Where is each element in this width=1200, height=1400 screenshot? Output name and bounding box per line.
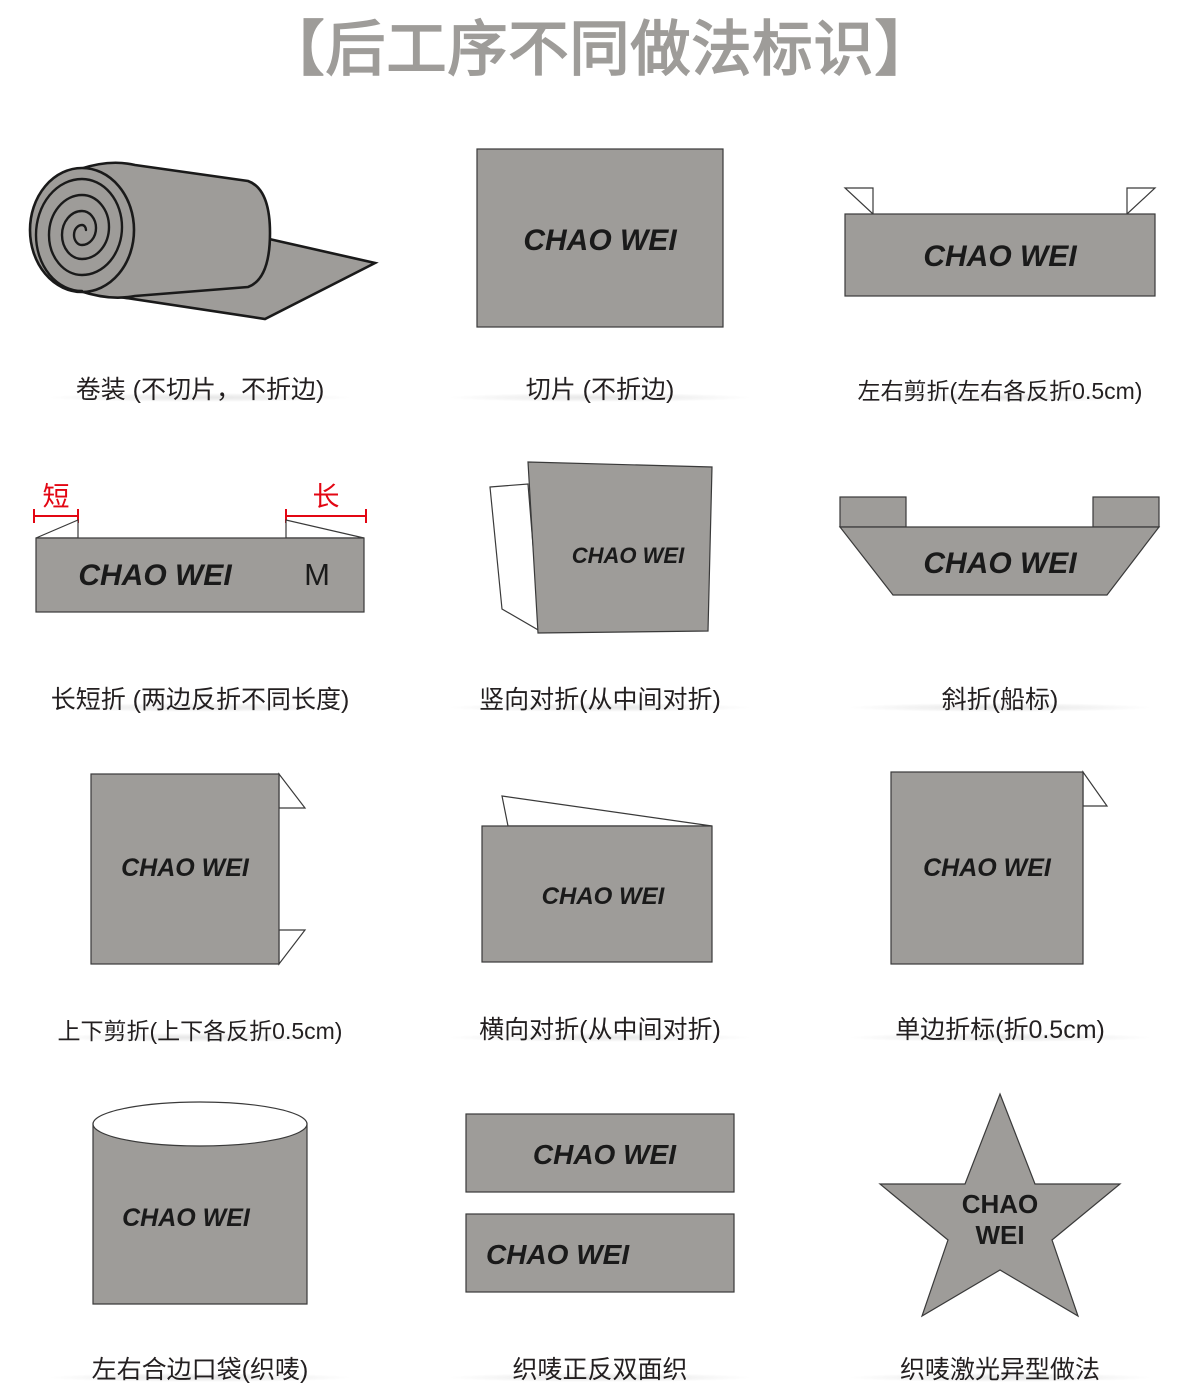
- back-side-panel: [465, 1213, 735, 1293]
- label-process-item-slant-fold-boat[interactable]: CHAO WEI 斜折(船标): [800, 410, 1200, 720]
- brand-logo-text: CHAO WEI: [78, 559, 232, 592]
- label-process-item-double-sided-woven[interactable]: CHAO WEI CHAO WEI 织唛正反双面织: [400, 1050, 800, 1390]
- shelf-shadow: [50, 703, 350, 712]
- brand-logo-text: CHAO WEI: [523, 224, 677, 257]
- item-caption: 长短折 (两边反折不同长度): [50, 685, 350, 714]
- illustration-container: CHAO WEI: [800, 410, 1200, 687]
- item-caption: 左右合边口袋(织唛): [91, 1355, 309, 1384]
- grid-row-4: CHAO WEI 左右合边口袋(织唛) CHAO WEI CHAO WEI 织唛…: [0, 1050, 1200, 1390]
- vertical-fold-label-icon: CHAO WEI: [489, 461, 713, 634]
- illustration-container: [0, 100, 400, 377]
- item-caption: 上下剪折(上下各反折0.5cm): [57, 1017, 343, 1044]
- item-caption: 斜折(船标): [941, 685, 1059, 714]
- single-edge-fold-label-icon: CHAO WEI: [890, 770, 1109, 965]
- illustration-container: CHAO WEI: [800, 100, 1200, 379]
- illustration-container: CHAO WEI CHAO WEI: [400, 1050, 800, 1357]
- annotation-long-label: 长: [313, 482, 340, 512]
- left-right-fold-label-icon: CHAO WEI: [843, 187, 1157, 297]
- label-process-item-horizontal-fold[interactable]: CHAO WEI 横向对折(从中间对折): [400, 720, 800, 1050]
- item-caption: 切片 (不折边): [525, 375, 675, 404]
- label-process-item-left-right-cut-fold[interactable]: CHAO WEI 左右剪折(左右各反折0.5cm): [800, 100, 1200, 410]
- shelf-shadow: [450, 1373, 750, 1382]
- item-caption: 织唛激光异型做法: [899, 1355, 1100, 1384]
- shelf-shadow: [850, 393, 1150, 402]
- shelf-shadow: [50, 1033, 350, 1042]
- illustration-container: CHAO WEI: [0, 720, 400, 1019]
- annotation-short-label: 短: [43, 482, 70, 512]
- brand-logo-text: CHAO WEI: [542, 883, 666, 910]
- brand-logo-text: CHAO WEI: [923, 854, 1052, 882]
- label-process-item-roll[interactable]: 卷装 (不切片，不折边): [0, 100, 400, 410]
- long-short-fold-label-icon: 短 长 CHAO WEI M: [33, 482, 367, 613]
- grid-row-2: 短 长 CHAO WEI M 长短折 (两边反折不同长度): [0, 410, 1200, 720]
- illustration-container: CHAO WEI: [400, 100, 800, 377]
- item-caption: 单边折标(折0.5cm): [895, 1015, 1105, 1044]
- brand-logo-text-back: CHAO WEI: [486, 1239, 630, 1270]
- brand-logo-text-front: CHAO WEI: [533, 1139, 677, 1170]
- shelf-shadow: [450, 393, 750, 402]
- brand-logo-text-line2: WEI: [975, 1220, 1024, 1250]
- brand-logo-text: CHAO WEI: [572, 543, 685, 568]
- item-caption: 左右剪折(左右各反折0.5cm): [857, 377, 1143, 404]
- item-caption: 竖向对折(从中间对折): [479, 685, 721, 714]
- item-caption: 横向对折(从中间对折): [479, 1015, 721, 1044]
- page-header: 【后工序不同做法标识】: [0, 0, 1200, 100]
- grid-row-1: 卷装 (不切片，不折边) CHAO WEI 切片 (不折边): [0, 100, 1200, 410]
- label-process-item-long-short-fold[interactable]: 短 长 CHAO WEI M 长短折 (两边反折不同长度): [0, 410, 400, 720]
- tube-pocket-label-icon: CHAO WEI: [92, 1101, 308, 1305]
- brand-logo-text: CHAO WEI: [923, 547, 1077, 580]
- star-label-icon: CHAO WEI: [878, 1092, 1122, 1318]
- shelf-shadow: [850, 703, 1150, 712]
- shelf-shadow: [450, 703, 750, 712]
- brand-logo-text: CHAO WEI: [121, 854, 250, 882]
- illustration-container: CHAO WEI: [400, 720, 800, 1017]
- item-caption: 织唛正反双面织: [512, 1355, 688, 1384]
- front-side-panel: [465, 1113, 735, 1193]
- top-bottom-fold-label-icon: CHAO WEI: [90, 772, 307, 967]
- label-process-item-cut-piece[interactable]: CHAO WEI 切片 (不折边): [400, 100, 800, 410]
- flat-rectangle-label-icon: CHAO WEI: [476, 148, 724, 328]
- label-process-grid: 卷装 (不切片，不折边) CHAO WEI 切片 (不折边): [0, 100, 1200, 1390]
- shelf-shadow: [450, 1033, 750, 1042]
- brand-logo-text: CHAO WEI: [122, 1204, 251, 1232]
- shelf-shadow: [850, 1373, 1150, 1382]
- brand-logo-text-line1: CHAO: [962, 1189, 1039, 1219]
- label-process-item-vertical-fold[interactable]: CHAO WEI 竖向对折(从中间对折): [400, 410, 800, 720]
- label-process-item-pocket-tube[interactable]: CHAO WEI 左右合边口袋(织唛): [0, 1050, 400, 1390]
- illustration-container: CHAO WEI: [800, 1050, 1200, 1357]
- page-title: 【后工序不同做法标识】: [264, 16, 936, 83]
- label-process-item-top-bottom-cut-fold[interactable]: CHAO WEI 上下剪折(上下各反折0.5cm): [0, 720, 400, 1050]
- boat-label-icon: CHAO WEI: [838, 496, 1161, 596]
- shelf-shadow: [50, 393, 350, 402]
- grid-row-3: CHAO WEI 上下剪折(上下各反折0.5cm) CHAO WEI 横向对折(…: [0, 720, 1200, 1050]
- shelf-shadow: [50, 1373, 350, 1382]
- label-process-item-laser-cut-star[interactable]: CHAO WEI 织唛激光异型做法: [800, 1050, 1200, 1390]
- item-caption: 卷装 (不切片，不折边): [75, 375, 325, 404]
- size-mark-text: M: [304, 557, 330, 592]
- label-process-item-single-edge-fold[interactable]: CHAO WEI 单边折标(折0.5cm): [800, 720, 1200, 1050]
- shelf-shadow: [850, 1033, 1150, 1042]
- fabric-roll-icon: [28, 161, 379, 321]
- illustration-container: CHAO WEI: [800, 720, 1200, 1017]
- illustration-container: 短 长 CHAO WEI M: [0, 410, 400, 687]
- illustration-container: CHAO WEI: [400, 410, 800, 687]
- brand-logo-text: CHAO WEI: [923, 240, 1077, 273]
- horizontal-fold-label-icon: CHAO WEI: [481, 795, 713, 963]
- illustration-container: CHAO WEI: [0, 1050, 400, 1357]
- double-sided-label-icon: CHAO WEI CHAO WEI: [465, 1113, 735, 1293]
